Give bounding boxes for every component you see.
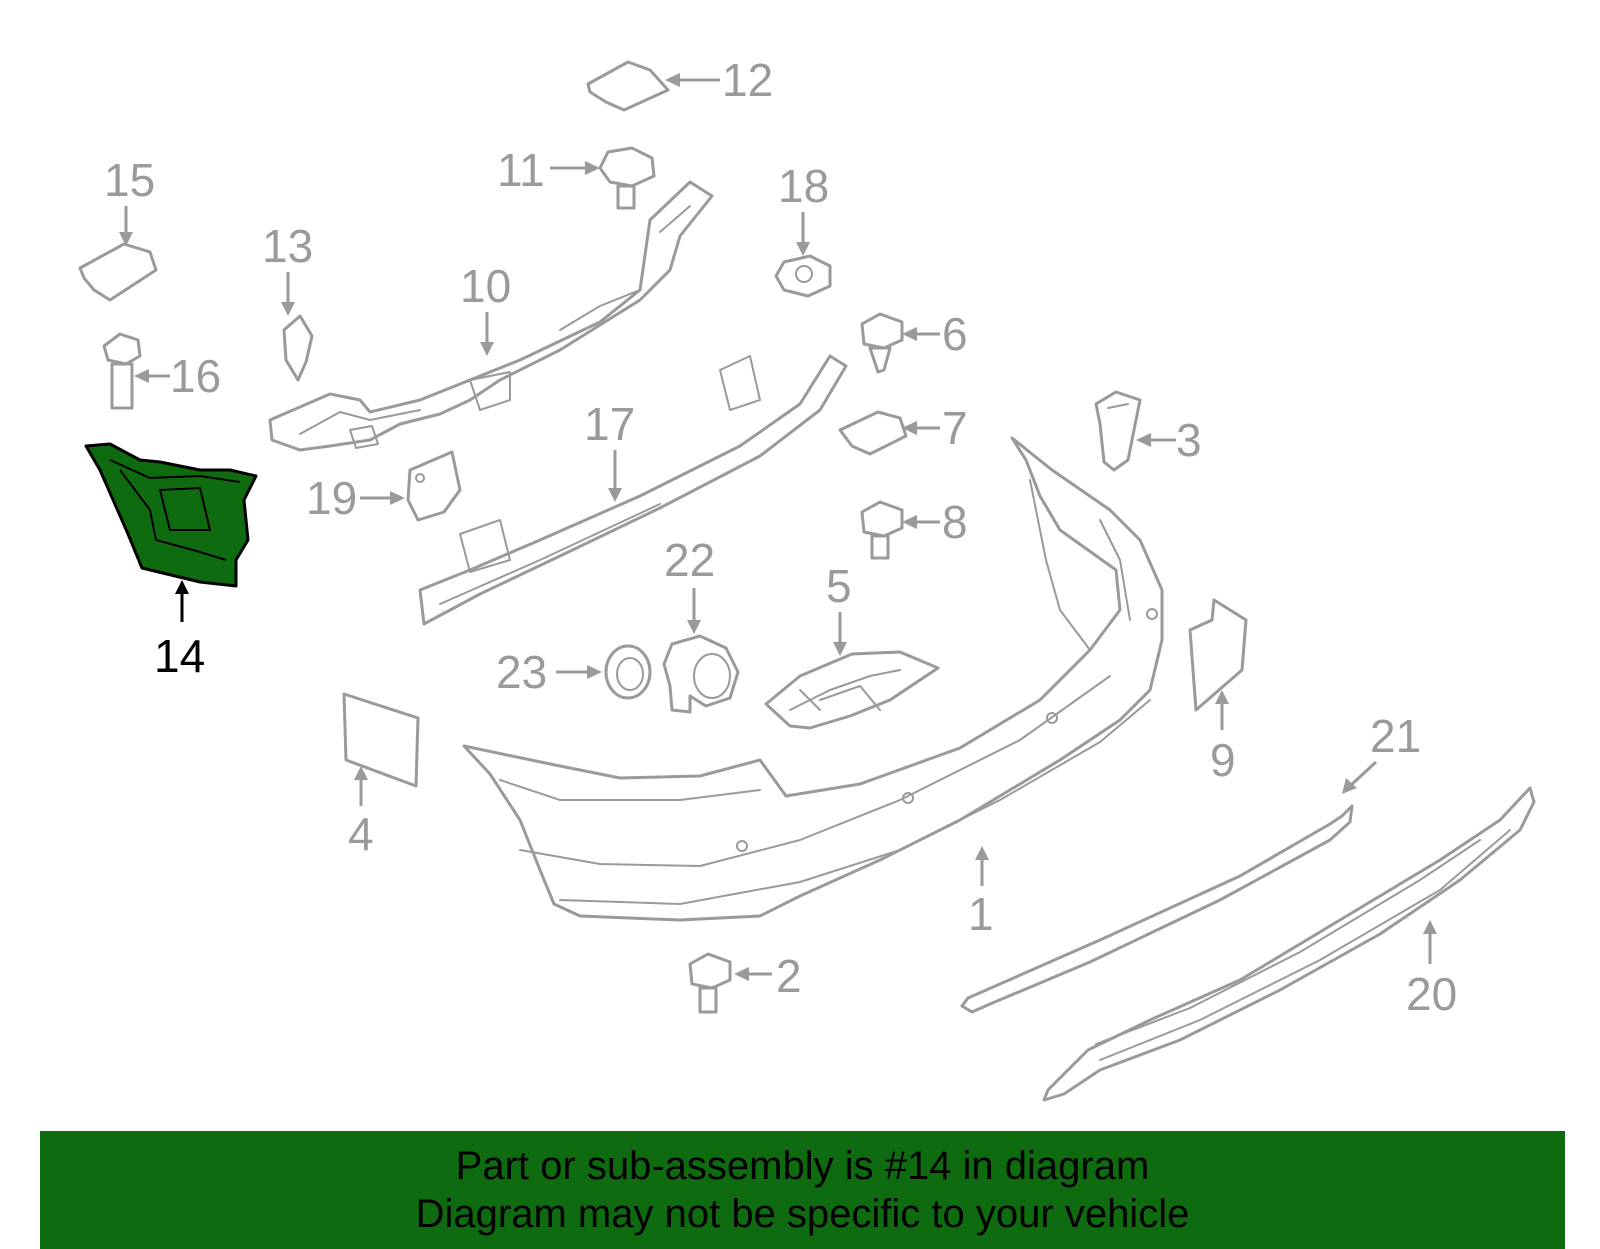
part-22-sensor [662, 634, 740, 714]
callout-21: 21 [1370, 710, 1421, 762]
banner-line-disclaimer: Diagram may not be specific to your vehi… [415, 1192, 1190, 1236]
part-16-bolt [102, 332, 142, 410]
part-12-pad [586, 60, 670, 112]
callout-12: 12 [722, 54, 773, 106]
part-5-bracket-plate [764, 650, 940, 730]
callout-19: 19 [306, 472, 357, 524]
part-1-bumper-cover [462, 436, 1164, 922]
part-3-clip [1094, 390, 1142, 472]
part-11-bolt [598, 146, 656, 210]
part-23-ring [604, 644, 652, 700]
callout-18: 18 [778, 160, 829, 212]
info-banner: Part or sub-assembly is #14 in diagram D… [40, 1131, 1565, 1249]
callout-15: 15 [104, 154, 155, 206]
part-19-bracket [406, 450, 462, 522]
callout-14: 14 [154, 630, 205, 682]
part-10-carrier [268, 180, 714, 452]
callout-4: 4 [348, 808, 374, 860]
part-2-bolt [688, 952, 732, 1014]
banner-line-part-number: Part or sub-assembly is #14 in diagram [455, 1144, 1150, 1188]
part-21-trim-strip [960, 804, 1354, 1014]
part-9-pad [1188, 598, 1248, 712]
callout-7: 7 [942, 402, 968, 454]
callout-22: 22 [664, 534, 715, 586]
callout-2: 2 [776, 950, 802, 1002]
part-17-reinforcement [418, 354, 848, 626]
callout-23: 23 [496, 646, 547, 698]
callout-11: 11 [497, 144, 545, 196]
part-13-bracket [282, 314, 314, 382]
part-8-bolt [860, 500, 904, 560]
callout-8: 8 [942, 496, 968, 548]
callout-17: 17 [584, 398, 635, 450]
part-18-nut [774, 254, 832, 298]
part-14-bracket-highlighted [84, 442, 258, 588]
callout-10: 10 [460, 260, 511, 312]
part-15-pad [78, 242, 158, 302]
part-20-diffuser [1042, 786, 1536, 1102]
part-7-pad [838, 410, 908, 456]
callout-6: 6 [942, 308, 968, 360]
part-4-pad [342, 692, 420, 788]
callout-16: 16 [170, 350, 221, 402]
callout-1: 1 [968, 888, 994, 940]
callout-9: 9 [1210, 734, 1236, 786]
parts-diagram: 12 11 15 18 13 10 16 [78, 54, 1536, 1102]
arrow-21 [1348, 760, 1378, 788]
callout-13: 13 [262, 220, 313, 272]
callout-5: 5 [826, 560, 852, 612]
callout-3: 3 [1176, 414, 1202, 466]
part-6-bolt [860, 312, 904, 374]
callout-20: 20 [1406, 968, 1457, 1020]
